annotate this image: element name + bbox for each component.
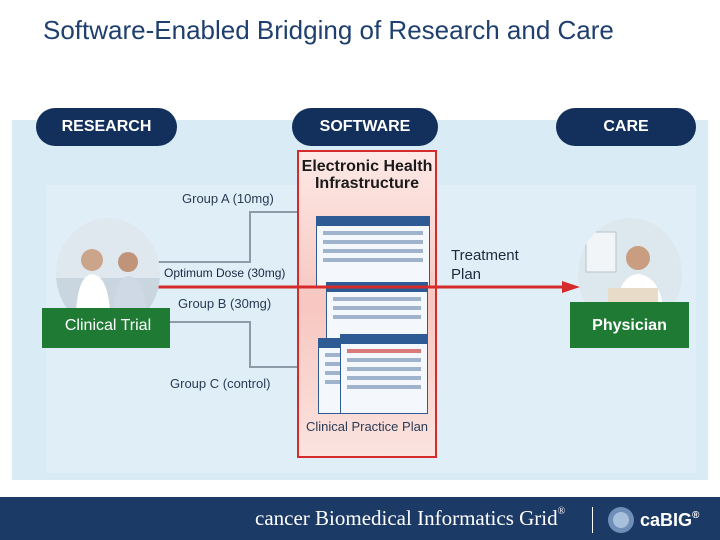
cabig-logo-text: caBIG® bbox=[640, 510, 700, 530]
care-header: CARE bbox=[556, 108, 696, 146]
software-screenshot bbox=[326, 282, 428, 346]
group-a-label: Group A (10mg) bbox=[182, 191, 274, 206]
cabig-logo-icon bbox=[608, 507, 634, 533]
researcher-photo bbox=[56, 218, 160, 312]
physician-photo bbox=[578, 218, 682, 312]
software-header: SOFTWARE bbox=[292, 108, 438, 146]
clinical-practice-plan-label: Clinical Practice Plan bbox=[305, 419, 429, 434]
electronic-health-infrastructure-label: Electronic Health Infrastructure bbox=[301, 158, 433, 192]
footer-bar bbox=[0, 497, 720, 540]
clinical-trial-box bbox=[42, 308, 170, 348]
group-c-label: Group C (control) bbox=[170, 376, 271, 391]
software-screenshot bbox=[340, 334, 428, 414]
group-c-line bbox=[155, 321, 297, 368]
treatment-arrow-head bbox=[562, 281, 580, 293]
group-a-line bbox=[155, 211, 297, 263]
software-screenshot bbox=[316, 216, 430, 288]
footer-divider bbox=[592, 507, 593, 533]
clinical-trial-label: Clinical Trial bbox=[64, 317, 152, 334]
research-header: RESEARCH bbox=[36, 108, 177, 146]
footer-brand-text: cancer Biomedical Informatics Grid bbox=[255, 506, 558, 530]
physician-label: Physician bbox=[570, 302, 689, 348]
page-title: Software-Enabled Bridging of Research an… bbox=[43, 15, 614, 45]
optimum-dose-label: Optimum Dose (30mg) bbox=[164, 266, 286, 280]
treatment-plan-label: Treatment Plan bbox=[451, 247, 519, 283]
group-b-label: Group B (30mg) bbox=[178, 296, 272, 311]
footer-brand: cancer Biomedical Informatics Grid® bbox=[255, 506, 565, 531]
screenshot-titlebar bbox=[317, 217, 429, 226]
registered-mark: ® bbox=[557, 506, 566, 517]
